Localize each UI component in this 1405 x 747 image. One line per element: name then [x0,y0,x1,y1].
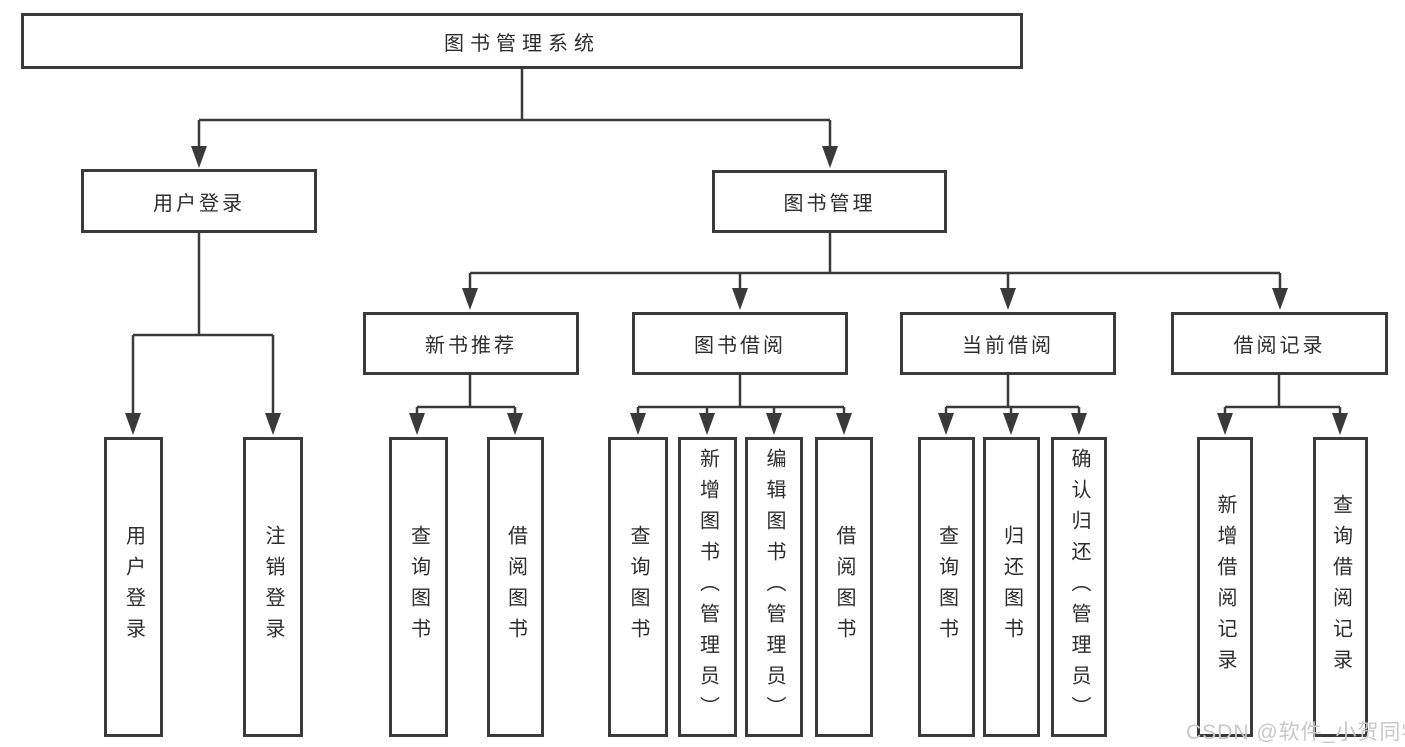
node-current-borrowing: 当前借阅 [900,312,1116,375]
leaf-add-borrow-record: 新增借阅记录 [1197,437,1253,737]
node-library-management-system: 图书管理系统 [21,13,1023,69]
arrowhead [938,413,954,435]
arrowhead [766,413,782,435]
leaf-edit-book-admin: 编辑图书（管理员） [745,437,803,737]
leaf-borrow-books-borrowing: 借阅图书 [815,437,873,737]
arrowhead [1000,288,1016,310]
arrowhead [822,146,838,168]
node-book-management: 图书管理 [712,170,947,233]
arrowhead [125,413,141,435]
arrowhead [732,288,748,310]
arrowhead [191,146,207,168]
leaf-confirm-return-admin: 确认归还（管理员） [1051,437,1107,737]
arrowhead [507,413,523,435]
node-borrowing-records: 借阅记录 [1171,312,1388,375]
arrowhead [699,413,715,435]
arrowhead [1217,413,1233,435]
arrowhead [1071,413,1087,435]
csdn-watermark: CSDN @软件_小贺同学 [1186,721,1405,744]
leaf-logout: 注销登录 [243,437,303,737]
leaf-query-books-recommend: 查询图书 [389,437,448,737]
arrowhead [462,288,478,310]
arrowhead [630,413,646,435]
arrowhead [265,413,281,435]
node-user-login: 用户登录 [81,169,317,233]
arrowhead [1272,288,1288,310]
leaf-query-borrow-record: 查询借阅记录 [1313,437,1368,737]
leaf-query-books-borrowing: 查询图书 [608,437,668,737]
arrowhead [836,413,852,435]
leaf-borrow-books-recommend: 借阅图书 [487,437,544,737]
leaf-return-book: 归还图书 [983,437,1040,737]
leaf-query-books-current: 查询图书 [918,437,975,737]
node-book-borrowing: 图书借阅 [632,312,848,375]
leaf-add-book-admin: 新增图书（管理员） [678,437,737,737]
arrowhead [409,413,425,435]
arrowhead [1003,413,1019,435]
node-new-book-recommendation: 新书推荐 [363,312,579,375]
leaf-user-login: 用户登录 [104,437,163,737]
arrowhead [1332,413,1348,435]
